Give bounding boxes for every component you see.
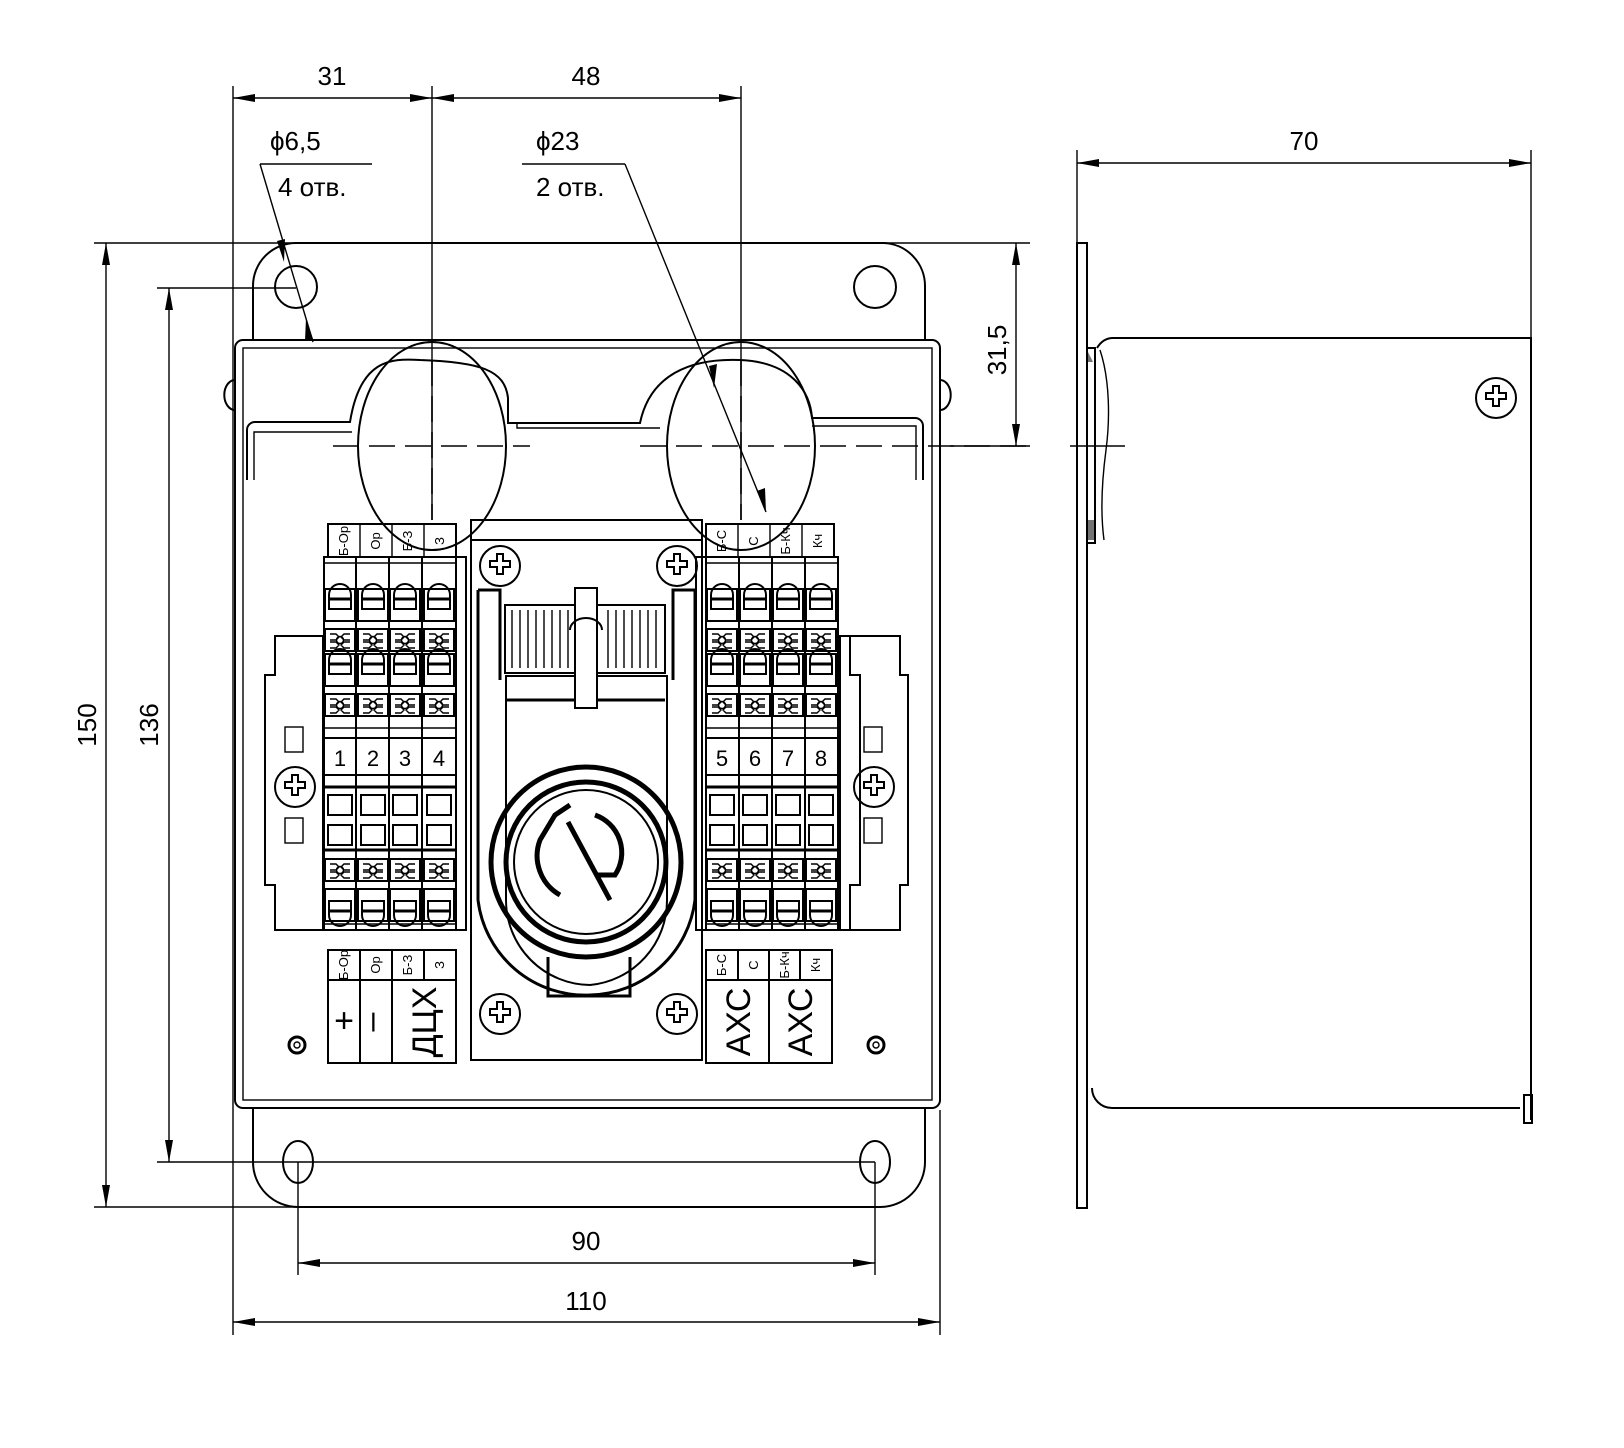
screw-icon bbox=[479, 993, 521, 1035]
ground-stud-left bbox=[287, 1035, 307, 1055]
screw-icon bbox=[656, 993, 698, 1035]
ground-stud-right bbox=[866, 1035, 886, 1055]
screw-icon bbox=[479, 545, 521, 587]
group-label-plus: + bbox=[334, 1002, 354, 1040]
rotary-switch-logo-icon bbox=[488, 764, 684, 960]
terminal-number: 8 bbox=[815, 746, 827, 771]
front-view: Б-Ор Ор Б-З З 1 2 3 4 bbox=[223, 242, 1030, 1208]
terminal-label: С bbox=[746, 536, 761, 545]
terminal-number: 5 bbox=[716, 746, 728, 771]
dim-label-70: 70 bbox=[1290, 126, 1319, 156]
terminal-number: 4 bbox=[433, 746, 445, 771]
group-label-axc: АХС bbox=[782, 988, 820, 1057]
terminal-label: Б-С bbox=[714, 530, 729, 552]
terminal-label: Ор bbox=[368, 532, 383, 549]
terminal-label: Б-З bbox=[400, 530, 415, 551]
dim-label-136: 136 bbox=[134, 703, 164, 746]
dim-label-150: 150 bbox=[72, 703, 102, 746]
mount-hole-top-left bbox=[274, 265, 318, 309]
dimension-hole-spacing: 48 bbox=[432, 61, 742, 520]
terminal-label: Б-Кч bbox=[778, 527, 793, 554]
dimension-mount-hole-horizontal: 90 bbox=[297, 1162, 876, 1275]
mount-hole-top-right bbox=[853, 265, 897, 309]
arrow-left-icon bbox=[233, 94, 255, 102]
dimension-hole-offset: 31 bbox=[232, 61, 433, 1335]
terminal-label: Б-Кч bbox=[777, 951, 792, 978]
terminal-label: Б-Ор bbox=[336, 950, 351, 980]
mount-hole-bottom-right bbox=[859, 1140, 891, 1184]
screw-icon bbox=[656, 545, 698, 587]
callout-diameter: ϕ6,5 bbox=[270, 126, 321, 156]
dim-label-110: 110 bbox=[565, 1286, 606, 1316]
terminal-label: Б-Ор bbox=[336, 526, 351, 556]
callout-count: 2 отв. bbox=[536, 172, 605, 202]
side-enclosure-body bbox=[1091, 337, 1532, 1120]
callout-mount-holes: ϕ6,5 4 отв. bbox=[259, 126, 372, 343]
terminal-label: Б-С bbox=[714, 954, 729, 976]
dimension-overall-height: 150 bbox=[72, 242, 1030, 1208]
terminal-label: З bbox=[432, 961, 447, 969]
dim-label-31: 31 bbox=[318, 61, 347, 91]
terminal-block-left: Б-Ор Ор Б-З З 1 2 3 4 bbox=[323, 523, 467, 931]
label-block-right: Б-С С Б-Кч Кч АХС АХС bbox=[705, 949, 833, 1064]
center-switch-module bbox=[470, 519, 703, 1061]
terminal-number: 2 bbox=[367, 746, 379, 771]
terminal-label: С bbox=[746, 960, 761, 969]
terminal-label: Кч bbox=[808, 958, 823, 972]
dimension-mount-hole-vertical: 1 3 6 bbox=[134, 287, 875, 1163]
terminal-number: 6 bbox=[749, 746, 761, 771]
mounting-plate bbox=[252, 242, 927, 1208]
dim-label-90: 90 bbox=[572, 1226, 601, 1256]
label-block-left: Б-Ор Ор Б-З З + – ДЦХ bbox=[327, 949, 457, 1064]
group-label-dchx: ДЦХ bbox=[406, 987, 444, 1058]
dimension-overall-width: 110 bbox=[233, 1110, 941, 1335]
terminal-number: 3 bbox=[399, 746, 411, 771]
terminal-label: Ор bbox=[368, 956, 383, 973]
terminal-label: Кч bbox=[810, 534, 825, 548]
mount-hole-bottom-left bbox=[282, 1140, 314, 1184]
terminal-number: 7 bbox=[782, 746, 794, 771]
callout-count: 4 отв. bbox=[278, 172, 347, 202]
side-mounting-plate bbox=[1076, 242, 1088, 1209]
dimension-depth: 70 bbox=[1076, 126, 1532, 338]
screw-icon bbox=[1475, 377, 1517, 419]
screw-icon bbox=[274, 766, 316, 808]
terminal-number: 1 bbox=[334, 746, 346, 771]
enclosure-body bbox=[234, 339, 941, 1109]
din-rail-end-stop-right bbox=[839, 635, 909, 931]
dim-label-48: 48 bbox=[572, 61, 601, 91]
side-view: 70 bbox=[1070, 126, 1533, 1209]
dim-label-31-5: 31,5 bbox=[982, 325, 1012, 376]
group-label-minus: – bbox=[352, 1012, 390, 1031]
dimension-entry-axis: 31,5 bbox=[950, 243, 1030, 447]
callout-cable-entries: ϕ23 2 отв. bbox=[522, 126, 767, 513]
callout-diameter: ϕ23 bbox=[536, 126, 579, 156]
group-label-axc: АХС bbox=[720, 988, 758, 1057]
cable-entry-right bbox=[666, 341, 816, 551]
arrow-right-icon bbox=[410, 94, 432, 102]
terminal-label: Б-З bbox=[400, 954, 415, 975]
terminal-block-right: Б-С С Б-Кч Кч 5 6 7 8 bbox=[695, 523, 839, 931]
terminal-label: З bbox=[432, 537, 447, 545]
din-rail-end-stop-left bbox=[264, 635, 324, 931]
